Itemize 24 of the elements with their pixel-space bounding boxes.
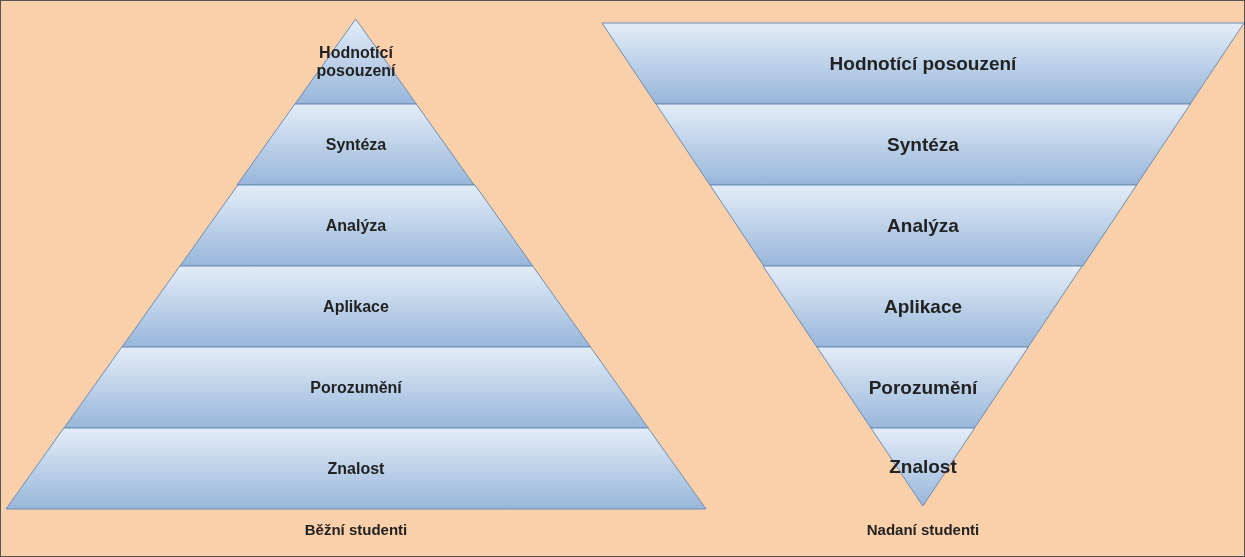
pyramid-level — [179, 185, 533, 266]
level-label: Syntéza — [324, 135, 388, 154]
pyramid-level — [655, 104, 1191, 185]
pyramid-level — [709, 185, 1137, 266]
pyramid-level — [63, 347, 649, 428]
pyramid-level — [763, 266, 1083, 347]
pyramid-level — [237, 104, 475, 185]
level-label: Porozumění — [867, 376, 979, 399]
level-label: Analýza — [324, 216, 388, 235]
level-label: Syntéza — [886, 133, 960, 156]
pyramid-level — [295, 19, 417, 104]
pyramid-caption: Běžní studenti — [304, 521, 408, 538]
level-label: Znalost — [888, 456, 958, 478]
level-label: Aplikace — [322, 297, 390, 316]
level-label: Analýza — [886, 214, 960, 237]
level-label: Hodnotící posouzení — [315, 43, 397, 80]
pyramid-caption: Nadaní studenti — [866, 521, 980, 538]
pyramid-level — [602, 23, 1244, 104]
level-label: Aplikace — [882, 295, 964, 318]
pyramid-level — [6, 428, 706, 509]
level-label: Porozumění — [309, 378, 403, 397]
pyramid-level — [121, 266, 591, 347]
level-label: Hodnotící posouzení — [828, 52, 1018, 75]
level-label: Znalost — [326, 459, 386, 478]
